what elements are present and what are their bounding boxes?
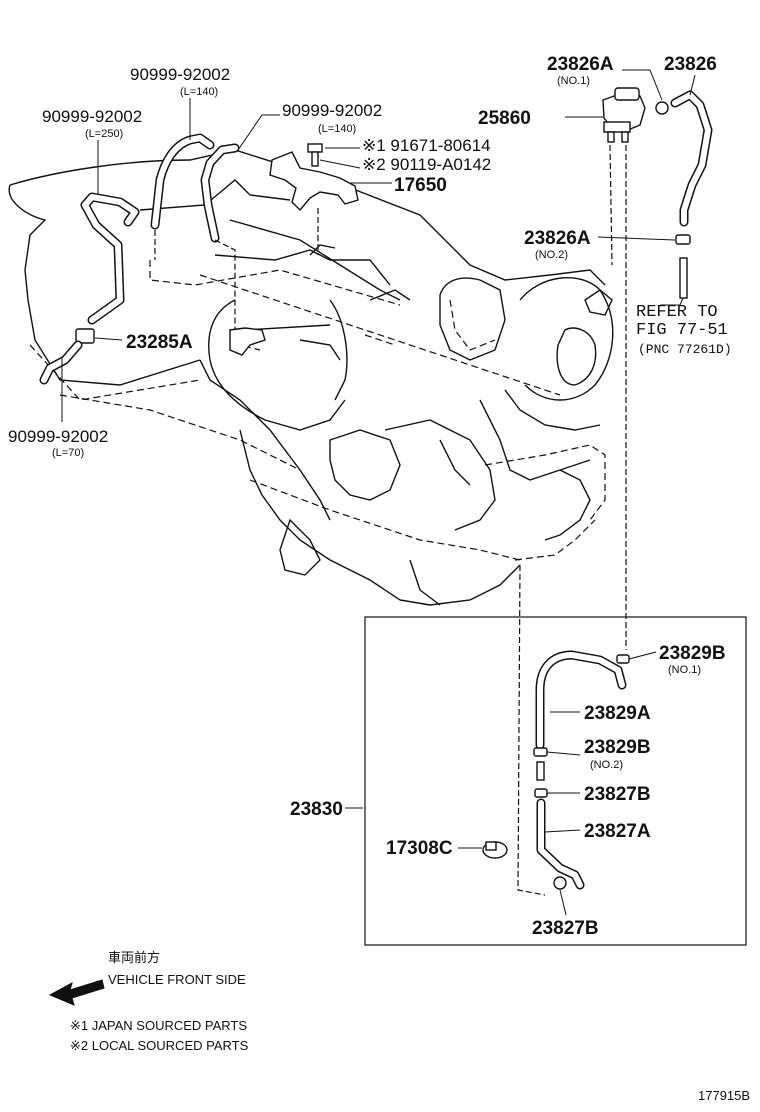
clamp-23827b-bottom-label: 23827B <box>532 918 599 939</box>
clamp-23829b-no1 <box>616 654 630 664</box>
assembly-link-line <box>517 564 546 896</box>
clamp-no2-sub: (NO.2) <box>535 249 568 261</box>
note-japan-sourced: ※1 JAPAN SOURCED PARTS <box>70 1018 247 1033</box>
joint-23285a <box>75 328 95 344</box>
hose-23826-label: 23826 <box>664 54 717 75</box>
clip-17308c-label: 17308C <box>386 838 453 859</box>
clamp-23827b-top-label: 23827B <box>584 784 651 805</box>
hose-23826 <box>670 90 713 227</box>
bolt-japan-label: ※1 91671-80614 <box>362 136 491 155</box>
clamp-23829b-no2-pn: 23829B <box>584 737 651 758</box>
hose-l70 <box>39 340 83 385</box>
clamp-23829b-no2 <box>533 747 548 757</box>
hose-23827a <box>536 798 585 890</box>
front-side-jp: 車両前方 <box>108 950 160 966</box>
clamp-23826a-no2 <box>675 234 691 245</box>
clamp-no1-pn: 23826A <box>547 54 614 75</box>
clamp-no1-sub: (NO.1) <box>557 75 590 87</box>
clamp-23826a-no1 <box>655 101 669 115</box>
clamp-23827b-top <box>534 788 548 798</box>
refer-line2: FIG 77-51 <box>636 321 728 340</box>
hose-l70-len: (L=70) <box>52 447 84 459</box>
hose-l140-b-pn: 90999-92002 <box>282 101 382 120</box>
vsv-link-line-a <box>609 144 613 266</box>
bracket-17650 <box>269 151 359 212</box>
hose-link-line <box>214 239 236 330</box>
bolt-part <box>307 143 323 167</box>
engine-outline <box>8 149 614 606</box>
hose-23829a <box>535 650 627 750</box>
hose-23827a-label: 23827A <box>584 821 651 842</box>
leader-lines <box>61 69 696 916</box>
note-local-sourced: ※2 LOCAL SOURCED PARTS <box>70 1038 249 1053</box>
bolt-local-label: ※2 90119-A0142 <box>362 155 491 174</box>
hose-l140-a-len: (L=140) <box>180 86 218 98</box>
joint-label: 23285A <box>126 332 193 353</box>
hose-l250 <box>80 192 140 325</box>
hose-l70-pn: 90999-92002 <box>8 427 108 446</box>
front-side-en: VEHICLE FRONT SIDE <box>108 972 246 987</box>
refer-pipe <box>679 257 688 299</box>
hose-l250-len: (L=250) <box>85 128 123 140</box>
clamp-23827b-bottom <box>553 876 567 890</box>
hose-l250-pn: 90999-92002 <box>42 107 142 126</box>
assembly-box <box>364 616 747 946</box>
vsv-label: 25860 <box>478 108 531 129</box>
clamp-no2-pn: 23826A <box>524 228 591 249</box>
bracket-label: 17650 <box>394 175 447 196</box>
clamp-23829b-no1-pn: 23829B <box>659 643 726 664</box>
clamp-23829b-no2-sub: (NO.2) <box>590 759 623 771</box>
figure-id: 177915B <box>698 1088 750 1103</box>
hose-l140-a-pn: 90999-92002 <box>130 65 230 84</box>
clamp-23829b-no1-sub: (NO.1) <box>668 664 701 676</box>
arrow-left-icon <box>48 979 105 1006</box>
clip-17308c <box>482 841 508 859</box>
vsv-25860 <box>602 87 646 143</box>
hose-l140-left <box>150 133 215 230</box>
sensor-part <box>229 327 266 356</box>
hose-23829a-label: 23829A <box>584 703 651 724</box>
refer-line3: (PNC 77261D) <box>638 342 732 357</box>
hose-l140-b-len: (L=140) <box>318 123 356 135</box>
refer-line1: REFER TO <box>636 303 718 322</box>
connector-pipe <box>536 761 545 781</box>
assembly-label: 23830 <box>290 799 343 820</box>
hose-l140-right <box>200 143 240 243</box>
